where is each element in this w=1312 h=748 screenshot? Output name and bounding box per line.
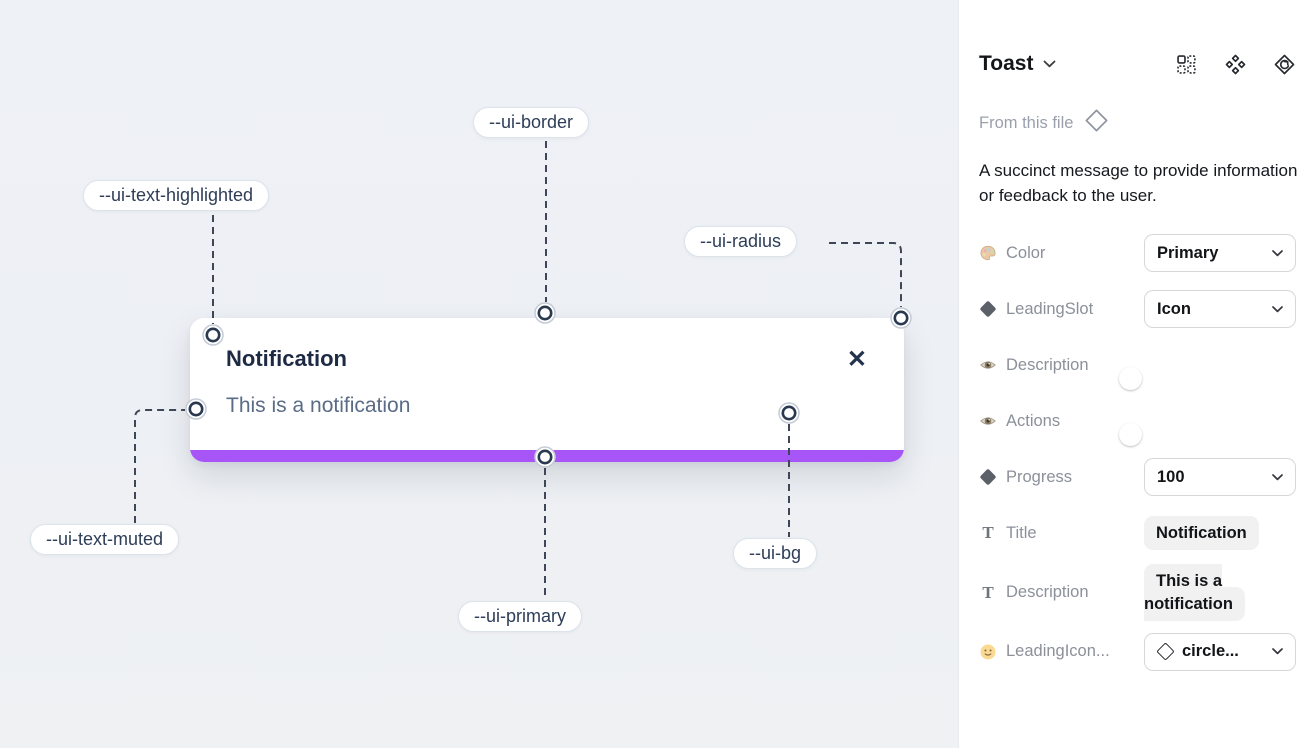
source-row: From this file (979, 107, 1296, 139)
color-select[interactable]: Primary (1144, 234, 1296, 273)
prop-row-leadingicon: LeadingIcon... circle... (979, 632, 1296, 671)
prop-row-color: Color Primary (979, 234, 1296, 273)
chevron-down-icon (1272, 473, 1283, 481)
palette-icon (979, 244, 997, 262)
connector-text-muted (134, 409, 185, 523)
prop-label: T Description (979, 582, 1088, 603)
prop-row-actions-toggle: Actions (979, 402, 1296, 447)
property-list: Color Primary LeadingSlot Icon (979, 234, 1296, 671)
component-canvas: Notification This is a notification ✕ (0, 0, 958, 748)
prop-label: Color (979, 244, 1045, 263)
leadingslot-select[interactable]: Icon (1144, 290, 1296, 329)
chevron-down-icon[interactable] (1043, 60, 1056, 68)
swap-instance-icon[interactable] (1273, 53, 1296, 76)
prop-row-description-toggle: Description (979, 346, 1296, 391)
title-input[interactable]: Notification (1144, 516, 1259, 551)
smiley-icon (979, 643, 997, 661)
prop-label: Actions (979, 412, 1060, 431)
header-icons (1175, 53, 1296, 76)
close-icon[interactable]: ✕ (846, 346, 867, 373)
text-icon: T (982, 523, 994, 543)
toast-description: This is a notification (226, 394, 411, 417)
chevron-down-icon (1272, 305, 1283, 313)
prop-label: Description (979, 356, 1089, 375)
diamond-icon (979, 300, 997, 318)
connector-radius (829, 242, 902, 307)
var-label-radius[interactable]: --ui-radius (684, 226, 798, 257)
var-label-primary[interactable]: --ui-primary (458, 601, 582, 632)
prop-label: T Title (979, 523, 1036, 543)
source-label: From this file (979, 113, 1074, 132)
prop-label: LeadingIcon... (979, 642, 1110, 661)
progress-select[interactable]: 100 (1144, 458, 1296, 497)
component-description: A succinct message to provide informatio… (979, 161, 1298, 205)
component-icon[interactable] (1224, 53, 1247, 76)
component-title: Toast (979, 52, 1034, 75)
prop-label: Progress (979, 468, 1072, 487)
chevron-down-icon (1272, 249, 1283, 257)
prop-row-title: T Title Notification (979, 514, 1296, 552)
diamond-icon (979, 468, 997, 486)
toast-preview: Notification This is a notification ✕ (190, 318, 904, 462)
instance-grid-icon[interactable] (1175, 53, 1198, 76)
diamond-outline-icon (1083, 107, 1110, 139)
eye-icon (979, 356, 997, 374)
prop-row-leadingslot: LeadingSlot Icon (979, 290, 1296, 329)
description-input[interactable]: This is a notification (1144, 564, 1245, 621)
toast-progress-bar (190, 450, 904, 462)
diamond-outline-icon (1156, 642, 1175, 662)
chevron-down-icon (1272, 648, 1283, 655)
eye-icon (979, 412, 997, 430)
prop-row-description-text: T Description This is a notification (979, 564, 1296, 621)
toast-title: Notification (226, 346, 347, 371)
panel-header: Toast (979, 52, 1296, 76)
text-icon: T (982, 582, 994, 602)
var-label-text-highlighted[interactable]: --ui-text-highlighted (83, 180, 270, 211)
prop-row-progress: Progress 100 (979, 458, 1296, 497)
var-label-border[interactable]: --ui-border (473, 107, 590, 138)
properties-panel: Toast (958, 0, 1312, 748)
var-label-text-muted[interactable]: --ui-text-muted (30, 524, 180, 555)
leadingicon-select[interactable]: circle... (1144, 632, 1296, 671)
prop-label: LeadingSlot (979, 300, 1093, 319)
var-label-bg[interactable]: --ui-bg (733, 538, 818, 569)
